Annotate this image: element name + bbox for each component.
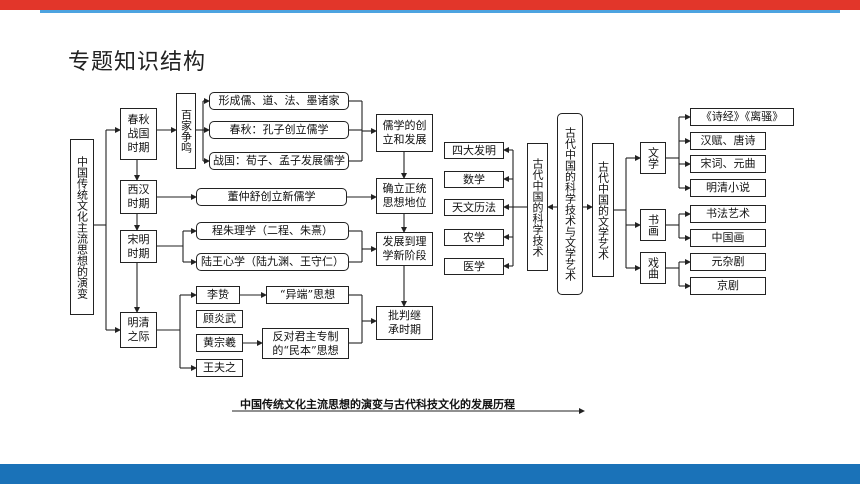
xiqu-item-zaju: 元杂剧 — [690, 253, 766, 271]
wenxue-item-hanfu: 汉赋、唐诗 — [690, 132, 766, 150]
detail-schools: 形成儒、道、法、墨诸家 — [209, 92, 349, 110]
shuhua-item-calligraphy: 书法艺术 — [690, 205, 766, 223]
thinker-lizhi: 李贽 — [196, 286, 240, 304]
science-item-agriculture: 农学 — [444, 229, 504, 246]
period-chunqiu: 春秋战国时期 — [120, 108, 157, 160]
science-item-astronomy: 天文历法 — [444, 199, 504, 216]
thought-minben: 反对君主专制的“民本”思想 — [262, 328, 349, 359]
top-blue-line — [40, 10, 840, 13]
science-item-medicine: 医学 — [444, 258, 504, 275]
thought-yiduan: “异端”思想 — [266, 286, 349, 304]
period-xihan: 西汉时期 — [120, 180, 157, 214]
detail-luwang: 陆王心学（陆九渊、王守仁） — [196, 253, 349, 271]
detail-confucius: 春秋：孔子创立儒学 — [209, 121, 349, 139]
wenxue-item-shijing: 《诗经》《离骚》 — [690, 108, 794, 126]
period-mingqing: 明清之际 — [120, 312, 157, 348]
page-title: 专题知识结构 — [68, 50, 207, 75]
detail-chengzhu: 程朱理学（二程、朱熹） — [196, 222, 349, 240]
thinker-wang: 王夫之 — [196, 359, 243, 377]
root-node: 中国传统文化主流思想的演变 — [70, 139, 94, 315]
xiqu-item-jingju: 京剧 — [690, 277, 766, 295]
top-red-bar — [0, 0, 860, 10]
detail-xunzi-mencius: 战国：荀子、孟子发展儒学 — [209, 152, 349, 170]
stage-founding: 儒学的创立和发展 — [376, 114, 433, 152]
shuhua-item-painting: 中国画 — [690, 229, 766, 247]
center-node: 古代中国的科学技术与文学艺术 — [557, 113, 583, 295]
diagram-caption: 中国传统文化主流思想的演变与古代科技文化的发展历程 — [240, 398, 515, 411]
arts-xiqu: 戏曲 — [640, 252, 666, 284]
baijia-node: 百家争鸣 — [176, 93, 196, 169]
arts-wenxue: 文学 — [640, 142, 666, 174]
arts-shuhua: 书画 — [640, 209, 666, 241]
wenxue-item-novel: 明清小说 — [690, 179, 766, 197]
period-songming: 宋明时期 — [120, 230, 157, 263]
science-item-inventions: 四大发明 — [444, 142, 504, 159]
science-item-math: 数学 — [444, 171, 504, 188]
stage-critique: 批判继承时期 — [376, 306, 433, 340]
detail-dong-zhongshu: 董仲舒创立新儒学 — [196, 188, 347, 206]
thinker-gu: 顾炎武 — [196, 310, 243, 328]
wenxue-item-songci: 宋词、元曲 — [690, 155, 766, 173]
bottom-blue-bar — [0, 464, 860, 484]
thinker-huang: 黄宗羲 — [196, 334, 243, 352]
stage-lixue: 发展到理学新阶段 — [376, 232, 433, 266]
stage-orthodox: 确立正统思想地位 — [376, 178, 433, 214]
arts-hub: 古代中国的文学艺术 — [592, 143, 614, 277]
science-hub: 古代中国的科学技术 — [527, 143, 548, 271]
